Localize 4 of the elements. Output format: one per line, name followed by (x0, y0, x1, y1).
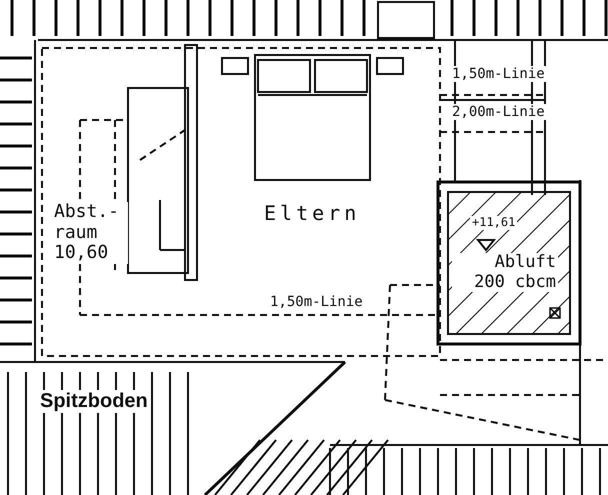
room-label: Abst.- raum 10,60 (52, 202, 128, 264)
elevation-label: +11,61 (470, 216, 518, 230)
shaft-label: Abluft 200 cbcm (452, 253, 558, 292)
boundary-line-label: 2,00m-Linie (450, 104, 547, 120)
